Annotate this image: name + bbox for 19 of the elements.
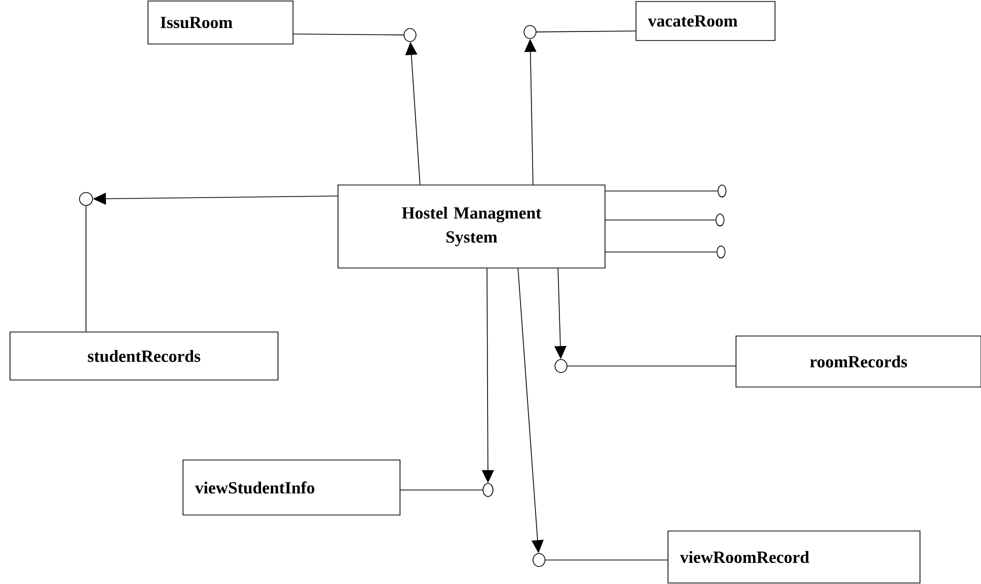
interface-circle bbox=[524, 25, 536, 39]
interface-circle bbox=[404, 28, 416, 42]
interface-circle bbox=[79, 192, 93, 206]
connector-line bbox=[605, 190, 718, 192]
class-box: roomRecords bbox=[736, 336, 981, 388]
connector-line bbox=[293, 34, 404, 36]
interface-circle bbox=[718, 184, 726, 198]
interface-circle bbox=[716, 246, 726, 258]
class-box: studentRecords bbox=[10, 332, 278, 380]
connector-line bbox=[536, 30, 636, 32]
system-box: Hostel Managment System bbox=[338, 184, 606, 268]
class-box: viewStudentInfo bbox=[182, 460, 400, 516]
interface-circle bbox=[482, 483, 494, 497]
interface-circle bbox=[554, 359, 568, 373]
interface-circle bbox=[532, 553, 546, 567]
class-box: IssuRoom bbox=[148, 0, 294, 44]
class-box: vacateRoom bbox=[636, 1, 776, 41]
interface-circle bbox=[716, 214, 724, 226]
class-box: viewRoomRecord bbox=[668, 530, 920, 584]
